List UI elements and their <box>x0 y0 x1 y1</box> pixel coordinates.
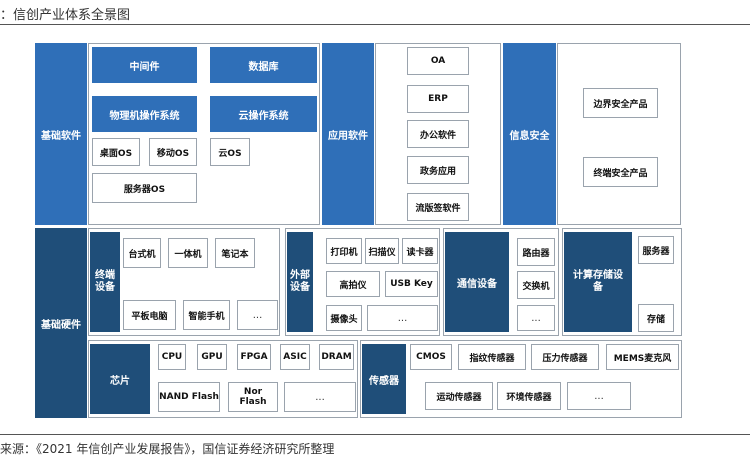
middleware-box: 中间件 <box>92 47 197 83</box>
smartphone-box: 智能手机 <box>183 300 230 330</box>
layout-sign-software-box: 流版签软件 <box>407 193 469 221</box>
office-software-box: 办公软件 <box>407 120 469 148</box>
boundary-security-box: 边界安全产品 <box>583 88 658 118</box>
source-note: 来源：《2021 年信创产业发展报告》，国信证券经济研究所整理 <box>0 442 335 456</box>
terminal-devices-label: 终端 设备 <box>90 232 120 332</box>
pressure-sensor-box: 压力传感器 <box>531 344 599 370</box>
comm-devices-label: 通信设备 <box>445 232 509 332</box>
printer-box: 打印机 <box>326 238 362 264</box>
compute-storage-label: 计算存储设 备 <box>564 232 632 332</box>
webcam-box: 摄像头 <box>326 305 362 331</box>
cpu-box: CPU <box>158 344 186 370</box>
usb-key-box: USB Key <box>385 271 438 297</box>
card-reader-box: 读卡器 <box>402 238 438 264</box>
nor-flash-box: Nor Flash <box>228 382 278 412</box>
erp-box: ERP <box>407 85 469 113</box>
sensors-label: 传感器 <box>362 344 406 414</box>
figure-title: ：信创产业体系全景图 <box>0 8 131 23</box>
top-rule <box>0 24 750 25</box>
switch-box: 交换机 <box>517 271 555 299</box>
info-security-panel <box>557 43 681 225</box>
oa-box: OA <box>407 47 469 75</box>
dram-box: DRAM <box>319 344 354 370</box>
sensors-more-box: ... <box>567 382 631 410</box>
mems-microphone-box: MEMS麦克风 <box>606 344 679 370</box>
document-camera-box: 高拍仪 <box>326 271 380 297</box>
laptop-box: 笔记本 <box>215 238 255 268</box>
desktop-pc-box: 台式机 <box>123 238 161 268</box>
cmos-box: CMOS <box>410 344 452 370</box>
desktop-os-box: 桌面OS <box>92 138 140 166</box>
comm-more-box: ... <box>517 305 555 331</box>
server-box: 服务器 <box>638 236 674 264</box>
gpu-box: GPU <box>197 344 227 370</box>
basic-hardware-label: 基础硬件 <box>35 228 87 418</box>
all-in-one-box: 一体机 <box>168 238 208 268</box>
router-box: 路由器 <box>517 238 555 266</box>
motion-sensor-box: 运动传感器 <box>425 382 493 410</box>
chips-more-box: ... <box>284 382 356 412</box>
scanner-box: 扫描仪 <box>365 238 399 264</box>
physical-os-box: 物理机操作系统 <box>92 96 197 132</box>
info-security-label: 信息安全 <box>503 43 556 225</box>
nand-flash-box: NAND Flash <box>158 382 220 412</box>
tablet-box: 平板电脑 <box>123 300 176 330</box>
server-os-box: 服务器OS <box>92 173 197 203</box>
environment-sensor-box: 环境传感器 <box>497 382 561 410</box>
government-app-box: 政务应用 <box>407 156 469 184</box>
cloud-os-box: 云操作系统 <box>210 96 317 132</box>
terminal-more-box: ... <box>237 300 278 330</box>
bottom-rule <box>0 434 750 435</box>
peripheral-devices-label: 外部 设备 <box>287 232 313 332</box>
peripheral-more-box: ... <box>367 305 438 331</box>
storage-box: 存储 <box>638 304 674 332</box>
fpga-box: FPGA <box>237 344 271 370</box>
asic-box: ASIC <box>280 344 310 370</box>
cloud-os-small-box: 云OS <box>210 138 250 166</box>
database-box: 数据库 <box>210 47 317 83</box>
chips-label: 芯片 <box>90 344 150 414</box>
terminal-security-box: 终端安全产品 <box>583 157 658 187</box>
basic-software-label: 基础软件 <box>35 43 87 225</box>
mobile-os-box: 移动OS <box>149 138 197 166</box>
fingerprint-sensor-box: 指纹传感器 <box>458 344 526 370</box>
application-software-label: 应用软件 <box>322 43 374 225</box>
